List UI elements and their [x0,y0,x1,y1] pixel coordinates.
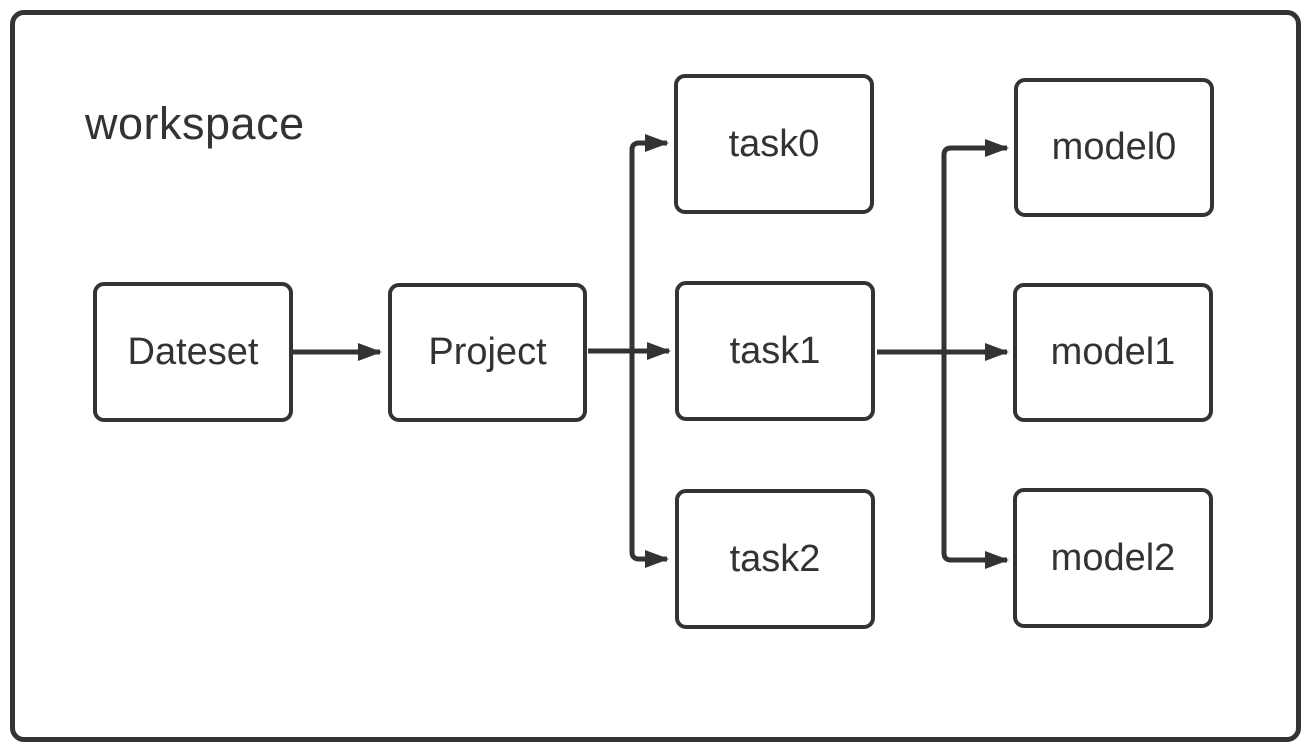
node-task0: task0 [674,74,874,214]
edge-project-task2 [629,351,669,568]
node-task1: task1 [675,281,875,421]
edge-project-task0 [629,134,669,351]
node-task2-label: task2 [729,537,821,580]
node-model2-label: model2 [1050,536,1176,579]
node-model2: model2 [1013,488,1213,628]
node-model1-label: model1 [1050,331,1176,373]
node-dateset: Dateset [93,282,293,422]
edge-task1-model2 [941,352,1009,569]
node-dateset-label: Dateset [127,330,259,373]
node-model0: model0 [1014,78,1214,217]
node-task0-label: task0 [728,122,820,165]
workspace-title: workspace [85,98,305,149]
node-model1: model1 [1013,283,1213,422]
node-task1-label: task1 [729,329,821,372]
node-project: Project [388,283,587,422]
node-task2: task2 [675,489,875,629]
node-project-label: Project [428,331,547,373]
node-model0-label: model0 [1051,126,1177,168]
edge-task1-model0 [941,139,1009,352]
